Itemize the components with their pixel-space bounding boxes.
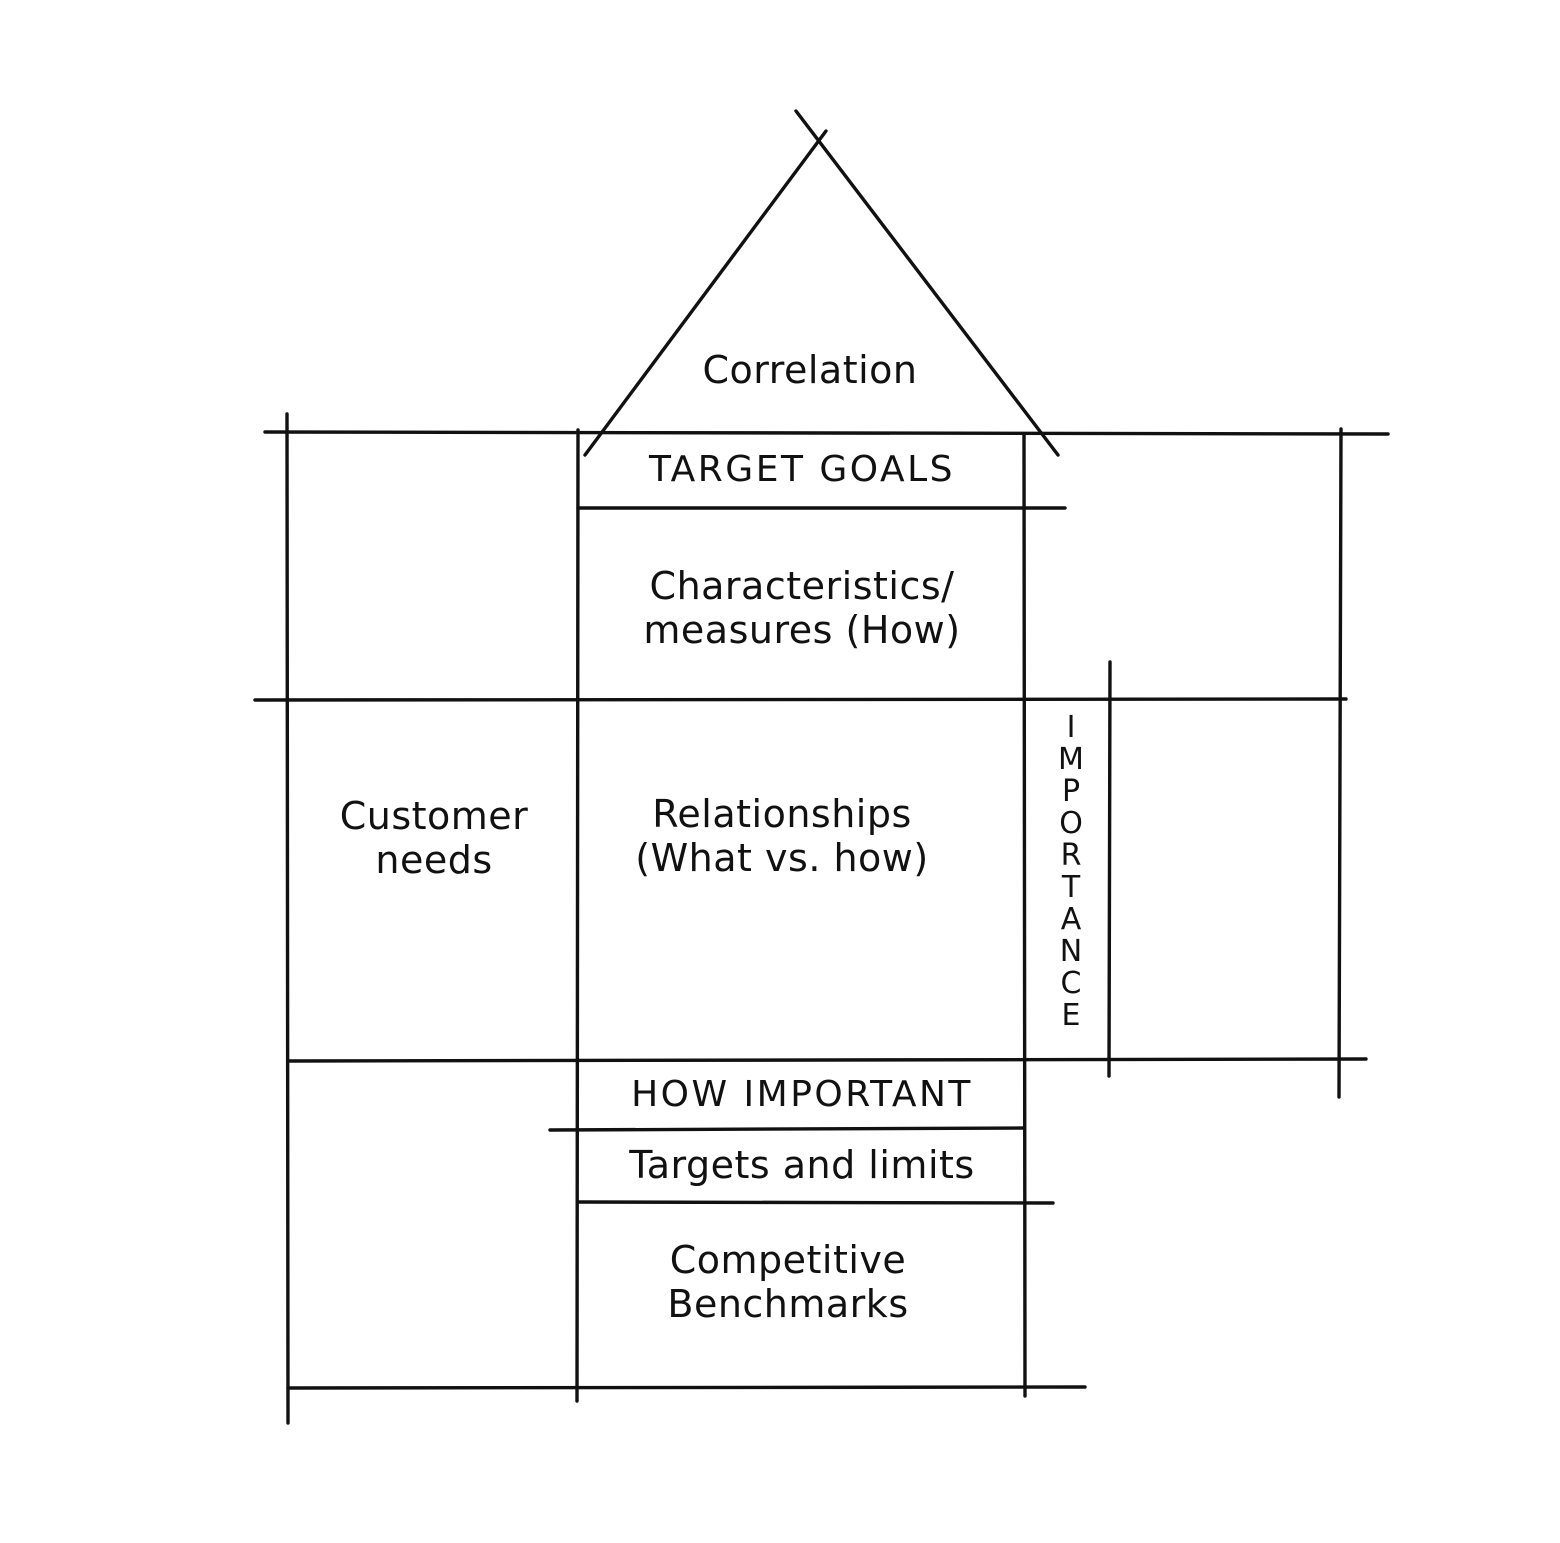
importance-letter: A <box>1060 902 1082 937</box>
characteristics-line2: measures (How) <box>643 608 961 652</box>
top-horizontal-line <box>263 430 1390 436</box>
right-inner-vertical <box>1022 432 1027 1398</box>
right-outer-vertical <box>1337 427 1343 1099</box>
customer-needs-label: Customer needs <box>292 792 576 884</box>
benchmarks-line2: Benchmarks <box>667 1282 909 1326</box>
left-inner-vertical <box>575 428 580 1403</box>
importance-letter: C <box>1060 966 1082 1001</box>
competitive-benchmarks-label: Competitive Benchmarks <box>582 1236 994 1328</box>
importance-letter: O <box>1059 806 1083 841</box>
middle-horizontal-line <box>253 697 1348 702</box>
relationships-line1: Relationships <box>652 792 912 836</box>
benchmarks-line1: Competitive <box>669 1238 907 1282</box>
targets-limits-divider <box>576 1200 1055 1205</box>
characteristics-label: Characteristics/ measures (How) <box>582 562 1022 654</box>
relationships-label: Relationships (What vs. how) <box>582 790 982 882</box>
customer-needs-line2: needs <box>375 838 493 882</box>
correlation-label: Correlation <box>640 345 980 395</box>
importance-letter: P <box>1061 774 1081 809</box>
target-goals-text: TARGET GOALS <box>648 449 956 490</box>
importance-letter: N <box>1059 934 1083 969</box>
importance-letter: I <box>1066 710 1076 745</box>
customer-needs-line1: Customer <box>339 794 529 838</box>
characteristics-line1: Characteristics/ <box>649 564 955 608</box>
targets-limits-label: Targets and limits <box>582 1140 1022 1190</box>
importance-letter: M <box>1058 742 1084 777</box>
targets-limits-text: Targets and limits <box>629 1143 975 1187</box>
bottom-horizontal-line <box>286 1385 1087 1390</box>
how-important-divider <box>548 1126 1026 1132</box>
how-important-label: HOW IMPORTANT <box>582 1070 1022 1120</box>
importance-letter: T <box>1061 870 1081 905</box>
left-outer-vertical <box>285 412 290 1425</box>
importance-vertical <box>1107 660 1112 1078</box>
how-important-text: HOW IMPORTANT <box>631 1074 973 1115</box>
importance-letter: E <box>1061 998 1081 1033</box>
importance-letter: R <box>1060 838 1082 873</box>
roof-right-edge <box>794 109 1060 457</box>
relationships-line2: (What vs. how) <box>635 836 929 880</box>
roof-left-edge <box>583 129 828 457</box>
correlation-text: Correlation <box>702 348 918 392</box>
target-goals-label: TARGET GOALS <box>582 445 1022 495</box>
lower-horizontal-line <box>286 1057 1368 1063</box>
